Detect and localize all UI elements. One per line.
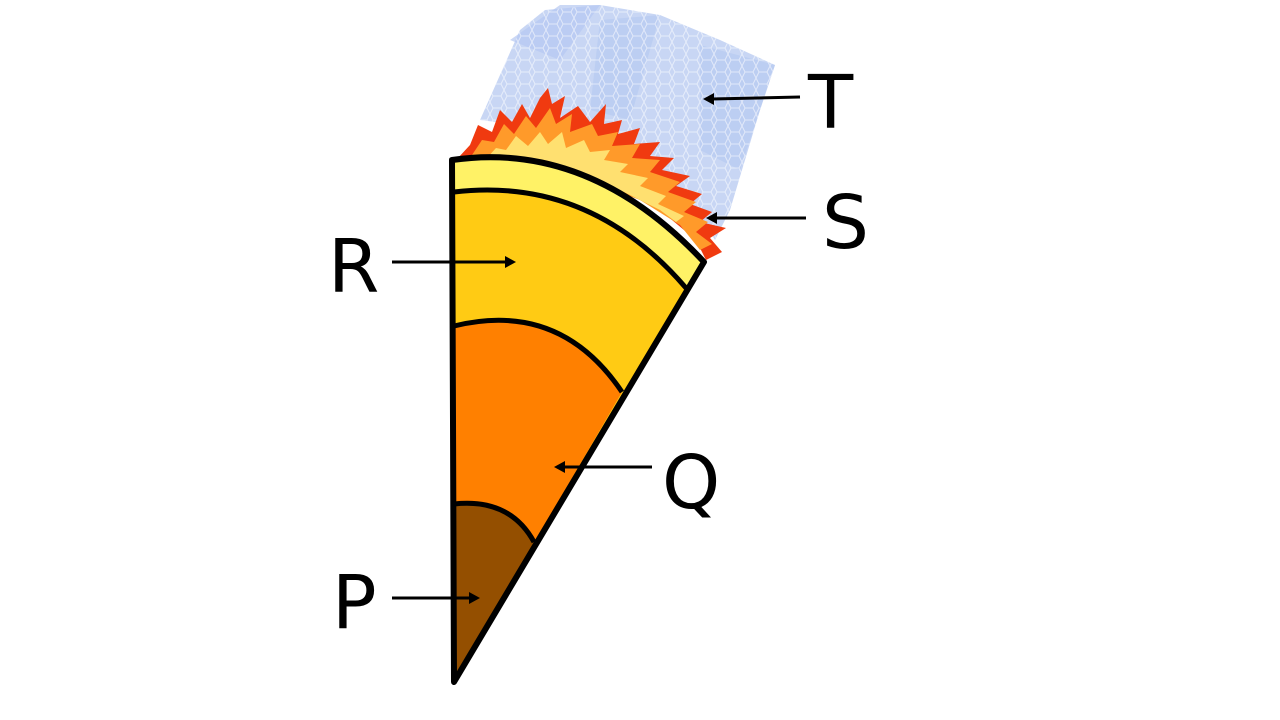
inner-outer-core-boundary: [453, 500, 537, 544]
atmosphere-layer: [480, 5, 775, 240]
label-T: T: [807, 60, 854, 146]
label-S: S: [822, 180, 869, 266]
arrow-P: [392, 592, 480, 604]
label-P: P: [332, 560, 377, 646]
earth-wedge: [449, 154, 707, 685]
mantle-core-boundary: [453, 317, 625, 394]
crust-mantle-boundary: [453, 187, 688, 290]
label-R: R: [328, 224, 379, 310]
arrow-T: [703, 93, 801, 105]
label-Q: Q: [662, 440, 720, 526]
arrow-S: [706, 212, 806, 224]
arrow-Q: [554, 461, 652, 473]
wedge-outline: [449, 154, 707, 685]
inner-core-layer: [454, 503, 534, 682]
arrows: [392, 93, 806, 604]
atmosphere-texture: [480, 5, 775, 240]
arrow-R: [392, 256, 516, 268]
